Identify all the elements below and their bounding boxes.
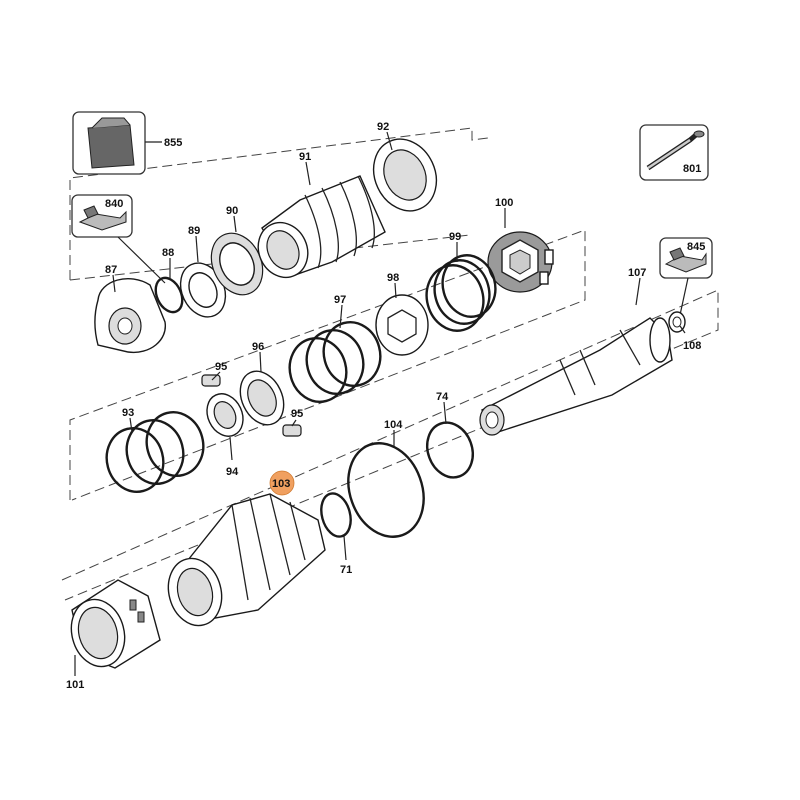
- callout-94[interactable]: 94: [226, 466, 239, 478]
- part-100-drive-nut[interactable]: [487, 231, 554, 293]
- part-89-washer[interactable]: [172, 256, 234, 325]
- callout-99[interactable]: 99: [449, 231, 461, 243]
- callout-92[interactable]: 92: [377, 121, 389, 133]
- part-97-spring[interactable]: [283, 316, 388, 408]
- part-103-housing[interactable]: [161, 493, 326, 632]
- part-94-ring[interactable]: [200, 388, 249, 442]
- part-88-circlip[interactable]: [151, 274, 188, 317]
- kit-box-801[interactable]: [639, 124, 709, 181]
- callout-74[interactable]: 74: [436, 391, 449, 403]
- callout-95-lower[interactable]: 95: [291, 408, 303, 420]
- part-95-pin-lower[interactable]: [282, 424, 302, 437]
- callout-labels: 855 92 801 91 840 100 89 90 99 845 88 87…: [66, 121, 705, 691]
- callout-840[interactable]: 840: [105, 198, 123, 210]
- callout-108[interactable]: 108: [683, 340, 701, 352]
- callout-103[interactable]: 103: [272, 478, 290, 490]
- callout-845[interactable]: 845: [687, 241, 705, 253]
- callout-71[interactable]: 71: [340, 564, 352, 576]
- part-96-ring[interactable]: [232, 364, 292, 432]
- callout-96[interactable]: 96: [252, 341, 264, 353]
- part-104-o-ring[interactable]: [336, 433, 436, 548]
- leader-lines: [74, 131, 686, 676]
- callout-103-highlight: [269, 470, 295, 496]
- callout-98[interactable]: 98: [387, 272, 399, 284]
- callout-93[interactable]: 93: [122, 407, 134, 419]
- callout-855[interactable]: 855: [164, 137, 182, 149]
- part-107-spindle[interactable]: [479, 317, 673, 436]
- callout-801[interactable]: 801: [683, 163, 701, 175]
- callout-97[interactable]: 97: [334, 294, 346, 306]
- callout-100[interactable]: 100: [495, 197, 513, 209]
- kit-box-845[interactable]: [659, 237, 713, 316]
- kit-box-840[interactable]: [71, 194, 166, 284]
- callout-90[interactable]: 90: [226, 205, 238, 217]
- callout-95-upper[interactable]: 95: [215, 361, 227, 373]
- part-71-o-ring[interactable]: [317, 490, 355, 540]
- part-87-end-cap[interactable]: [94, 277, 166, 354]
- kit-box-855[interactable]: [72, 111, 162, 175]
- part-95-pin-upper[interactable]: [201, 374, 221, 387]
- part-92-ring[interactable]: [362, 129, 448, 221]
- callout-107[interactable]: 107: [628, 267, 646, 279]
- part-99-spring[interactable]: [419, 249, 502, 337]
- part-91-bellows[interactable]: [249, 175, 386, 286]
- part-90-seal[interactable]: [202, 225, 273, 303]
- callout-87[interactable]: 87: [105, 264, 117, 276]
- callout-88[interactable]: 88: [162, 247, 174, 259]
- part-93-spring[interactable]: [100, 406, 211, 498]
- callout-89[interactable]: 89: [188, 225, 200, 237]
- callout-91[interactable]: 91: [299, 151, 311, 163]
- callout-101[interactable]: 101: [66, 679, 84, 691]
- part-101-sleeve[interactable]: [64, 579, 161, 673]
- part-74-o-ring[interactable]: [420, 416, 480, 484]
- part-98-hex-bushing[interactable]: [375, 294, 429, 356]
- callout-104[interactable]: 104: [384, 419, 403, 431]
